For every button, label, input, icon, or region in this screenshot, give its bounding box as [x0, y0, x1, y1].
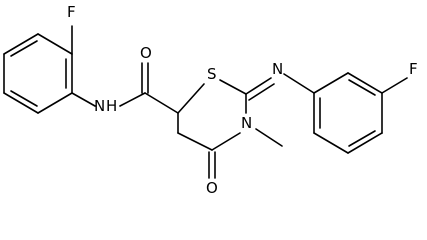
bond: [37, 92, 73, 114]
bond: [37, 33, 73, 55]
bond-carbonyl-c6: [144, 92, 179, 114]
bond-n-aryl: [283, 73, 315, 94]
bond: [10, 90, 38, 107]
molecule-structure: F N H O S N N O F: [3, 3, 418, 197]
atom-label-h-amide: H: [106, 97, 117, 115]
bond-c-n-amide: [71, 92, 96, 107]
atom-label-s-ring: S: [207, 65, 217, 83]
bond-c-n-imine-2: [248, 83, 275, 101]
bond: [3, 33, 39, 55]
atom-label-n-amide: N: [94, 97, 105, 115]
bond-n-methyl: [255, 128, 283, 147]
atom-label-f-left: F: [67, 3, 76, 21]
molecule-canvas: F N H O S N N O F: [3, 3, 418, 197]
atom-label-n-imine: N: [272, 60, 283, 78]
bond-n-c-carbonyl: [119, 92, 146, 107]
bond: [211, 132, 241, 151]
bond: [10, 40, 38, 57]
atom-label-o-ring: O: [206, 179, 218, 197]
bond: [3, 92, 39, 114]
bond: [347, 72, 383, 94]
atom-label-f-right: F: [409, 60, 418, 78]
bond: [347, 132, 383, 154]
atom-label-n-ring: N: [241, 114, 252, 132]
left-fluorophenyl-ring: [3, 33, 73, 114]
bond: [348, 130, 376, 147]
bond: [219, 79, 247, 95]
right-fluorophenyl-ring: [313, 72, 383, 154]
bond: [177, 132, 213, 151]
bond: [313, 72, 349, 94]
bond-c-f-right: [381, 77, 408, 94]
bond: [348, 79, 376, 96]
bond: [313, 132, 349, 154]
bond-c-n-imine: [245, 77, 272, 95]
thiazinane-ring: [177, 79, 247, 151]
bond: [177, 83, 205, 114]
atom-label-o-amide: O: [140, 44, 152, 62]
